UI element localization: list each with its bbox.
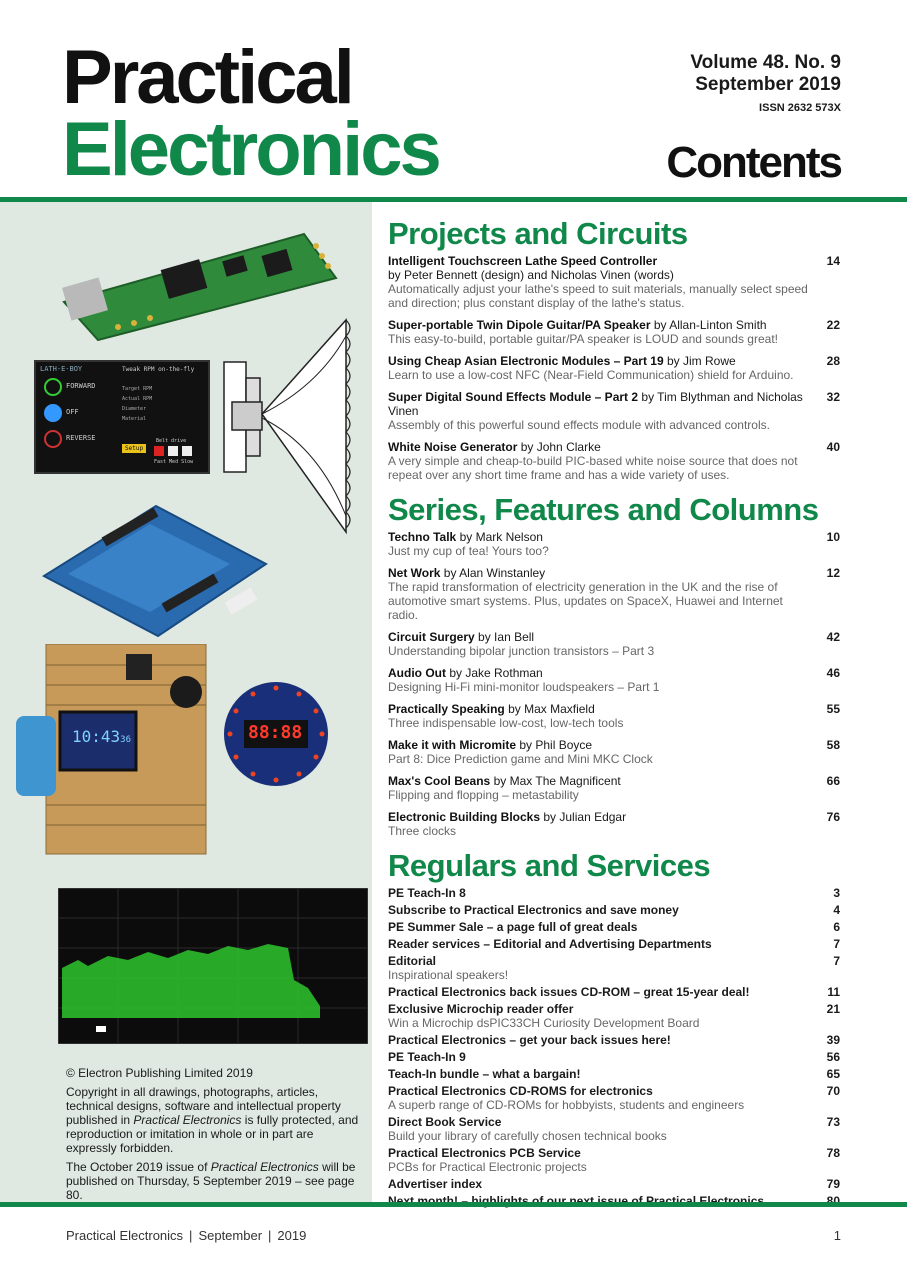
belt-slow-swatch [182, 446, 192, 456]
next-issue-note: The October 2019 issue of Practical Elec… [66, 1160, 356, 1202]
page-number-footer: 1 [833, 1228, 841, 1243]
toc-entry[interactable]: Electronic Building Blocks by Julian Edg… [388, 810, 840, 838]
page-number: 22 [826, 318, 840, 332]
section-heading-regulars: Regulars and Services [388, 848, 711, 883]
footer-month: September [198, 1228, 263, 1243]
page-number: 12 [826, 566, 840, 580]
page-number: 58 [826, 738, 840, 752]
regular-item[interactable]: Practical Electronics – get your back is… [388, 1033, 840, 1047]
tweak-label: Tweak RPM on-the-fly [122, 366, 195, 373]
page-number: 76 [826, 810, 840, 824]
section-heading-projects: Projects and Circuits [388, 216, 688, 251]
regular-item[interactable]: Teach-In bundle – what a bargain!65 [388, 1067, 840, 1081]
pcb-board-image [62, 232, 338, 342]
belt-med-swatch [168, 446, 178, 456]
regular-item[interactable]: Subscribe to Practical Electronics and s… [388, 903, 840, 917]
belt-fast-swatch [154, 446, 164, 456]
belt-options: Fast Med Slow [154, 459, 194, 465]
page-number: 32 [826, 390, 840, 404]
contents-title: Contents [666, 138, 843, 187]
reverse-label: REVERSE [66, 434, 96, 442]
copyright-notice: © Electron Publishing Limited 2019 Copyr… [66, 1066, 366, 1207]
section-heading-series: Series, Features and Columns [388, 492, 819, 527]
led-clock-image [224, 682, 328, 786]
page-number: 40 [826, 440, 840, 454]
regular-item[interactable]: PE Summer Sale – a page full of great de… [388, 920, 840, 934]
issue-volume: Volume 48. No. 9 [690, 52, 841, 73]
setup-button: Setup [122, 444, 147, 453]
page-number: 42 [826, 630, 840, 644]
off-label: OFF [66, 408, 79, 416]
contents-list: Projects and Circuits Intelligent Touchs… [388, 214, 840, 1211]
reverse-indicator [44, 430, 62, 448]
masthead-electronics: Electronics [62, 107, 442, 192]
page-footer: Practical Electronics|September|2019 [66, 1228, 307, 1243]
top-rule [0, 197, 907, 202]
page-number: 10 [826, 530, 840, 544]
bottom-rule [0, 1202, 907, 1207]
page-number: 66 [826, 774, 840, 788]
regular-item[interactable]: Practical Electronics back issues CD-ROM… [388, 985, 840, 999]
issue-issn: ISSN 2632 573X [759, 102, 841, 114]
toc-entry[interactable]: Super Digital Sound Effects Module – Par… [388, 390, 840, 432]
clock-lcd-time: 10:4336 [72, 727, 132, 746]
forward-label: FORWARD [66, 382, 96, 390]
copyright-statement: Copyright in all drawings, photographs, … [66, 1085, 359, 1155]
stripboard-clock-image [16, 644, 207, 855]
belt-label: Belt drive [156, 438, 187, 444]
toc-entry[interactable]: Using Cheap Asian Electronic Modules – P… [388, 354, 840, 382]
page-number: 55 [826, 702, 840, 716]
lathe-touchscreen-image: LATH-E-BOY FORWARD OFF REVERSE Tweak RPM… [34, 360, 210, 474]
page-number: 14 [826, 254, 840, 268]
footer-publication: Practical Electronics [66, 1228, 184, 1243]
page-number: 46 [826, 666, 840, 680]
toc-entry[interactable]: Intelligent Touchscreen Lathe Speed Cont… [388, 254, 840, 310]
copyright-line: © Electron Publishing Limited 2019 [66, 1066, 253, 1080]
forward-indicator [44, 378, 62, 396]
masthead-practical: Practical [62, 35, 355, 120]
off-indicator [44, 404, 62, 422]
issue-date: September 2019 [695, 74, 841, 95]
toc-entry[interactable]: Super-portable Twin Dipole Guitar/PA Spe… [388, 318, 840, 346]
lathe-screen-title: LATH-E-BOY [40, 365, 83, 373]
page-number: 28 [826, 354, 840, 368]
photo-panel: LATH-E-BOY FORWARD OFF REVERSE Tweak RPM… [0, 202, 372, 1202]
issue-info: Volume 48. No. 9 September 2019 ISSN 263… [690, 52, 841, 114]
led-clock-digits: 88:88 [248, 722, 303, 743]
arduino-shield-image [41, 504, 268, 638]
speaker-drawing [223, 318, 351, 535]
regular-item[interactable]: Practical Electronics CD-ROMS for electr… [388, 1084, 840, 1112]
regular-item[interactable]: Reader services – Editorial and Advertis… [388, 937, 840, 951]
footer-year: 2019 [277, 1228, 307, 1243]
noise-spectrum-image [58, 888, 368, 1044]
